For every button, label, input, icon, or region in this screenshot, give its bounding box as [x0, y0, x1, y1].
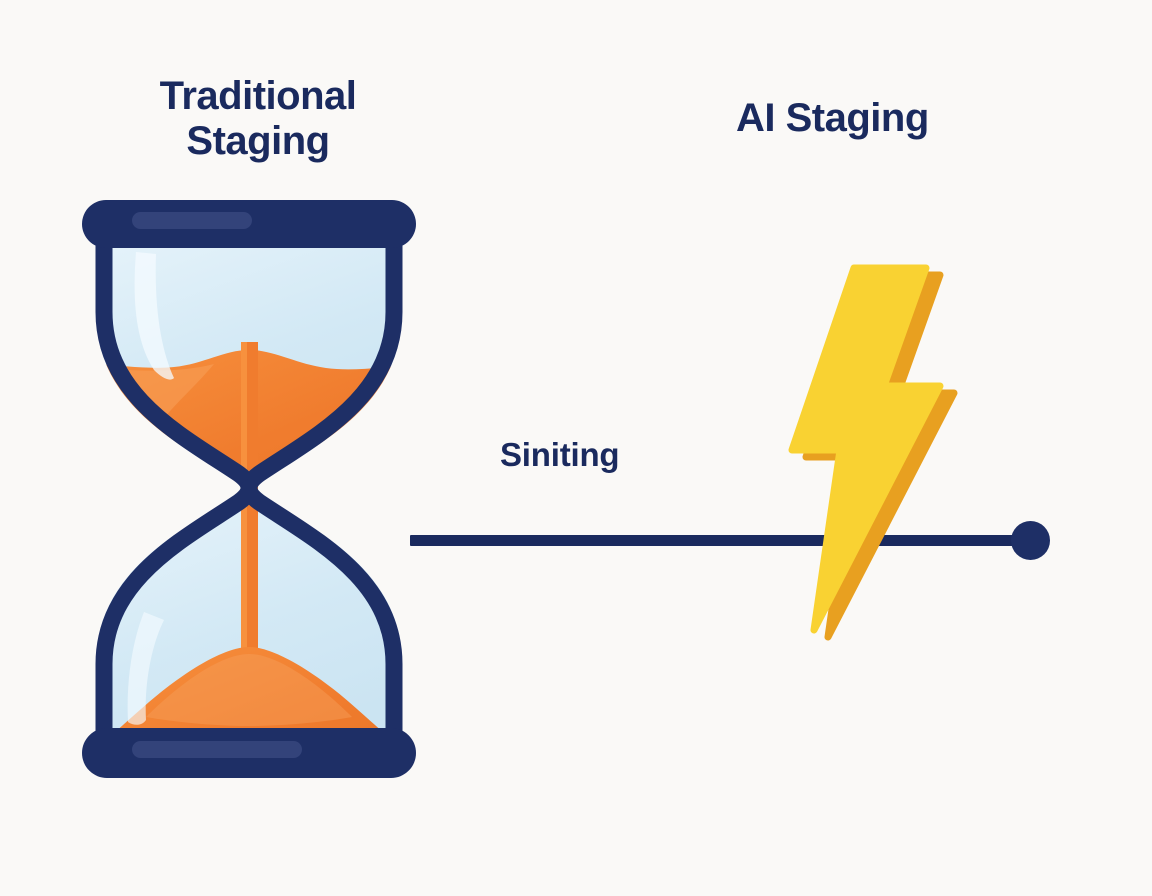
- timeline-end-dot: [1011, 521, 1050, 560]
- hourglass-frame: [95, 209, 403, 767]
- heading-ai-staging: AI Staging: [736, 96, 929, 140]
- middle-label-siniting: Siniting: [500, 436, 620, 473]
- hourglass-glass-shine: [127, 252, 174, 725]
- hourglass-base-bar: [82, 728, 416, 778]
- hourglass-top-cap: [82, 200, 416, 248]
- timeline-line: [410, 535, 1035, 546]
- lightning-bolt-icon: [780, 262, 980, 642]
- heading-traditional-staging: Traditional Staging: [159, 74, 357, 163]
- bolt-body: [788, 264, 944, 634]
- hourglass-sand-stream: [241, 342, 258, 682]
- hourglass-icon: [74, 192, 424, 784]
